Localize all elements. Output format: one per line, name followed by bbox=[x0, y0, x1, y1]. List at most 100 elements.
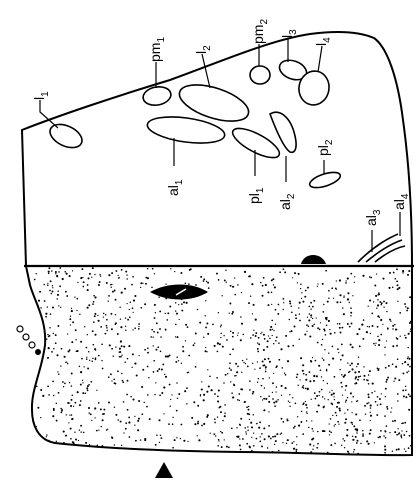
stipple-dot bbox=[180, 272, 182, 274]
stipple-dot bbox=[333, 298, 334, 299]
stipple-dot bbox=[357, 379, 359, 381]
stipple-dot bbox=[34, 279, 36, 281]
stipple-dot bbox=[322, 396, 324, 398]
stipple-dot bbox=[101, 360, 102, 361]
stipple-dot bbox=[296, 373, 298, 375]
stipple-dot bbox=[405, 306, 406, 307]
stipple-dot bbox=[293, 325, 295, 327]
stipple-dot bbox=[23, 425, 25, 427]
stipple-dot bbox=[87, 289, 89, 291]
stipple-dot bbox=[91, 276, 92, 277]
stipple-dot bbox=[35, 426, 37, 428]
stipple-dot bbox=[351, 346, 353, 348]
stipple-dot bbox=[265, 371, 267, 373]
stipple-dot bbox=[138, 400, 140, 402]
stipple-dot bbox=[284, 271, 286, 273]
stipple-dot bbox=[129, 436, 131, 438]
stipple-dot bbox=[310, 314, 312, 316]
stipple-dot bbox=[367, 326, 368, 327]
stipple-dot bbox=[120, 326, 122, 328]
stipple-dot bbox=[186, 387, 188, 389]
stipple-dot bbox=[218, 279, 220, 281]
stipple-dot bbox=[389, 432, 390, 433]
stipple-dot bbox=[304, 333, 306, 335]
stipple-dot bbox=[121, 445, 122, 446]
stipple-dot bbox=[262, 399, 263, 400]
stipple-dot bbox=[410, 328, 412, 330]
stipple-dot bbox=[239, 400, 240, 401]
stipple-dot bbox=[347, 435, 349, 437]
stipple-dot bbox=[32, 426, 34, 428]
stipple-dot bbox=[157, 332, 159, 334]
stipple-dot bbox=[352, 396, 354, 398]
stipple-dot bbox=[263, 334, 265, 336]
stipple-dot bbox=[56, 354, 58, 356]
stipple-dot bbox=[324, 398, 325, 399]
stipple-dot bbox=[402, 422, 404, 424]
stipple-dot bbox=[324, 330, 326, 332]
stipple-dot bbox=[121, 269, 123, 271]
stipple-dot bbox=[26, 411, 28, 413]
stipple-dot bbox=[316, 447, 318, 449]
stipple-dot bbox=[405, 337, 407, 339]
stipple-dot bbox=[331, 287, 333, 289]
stipple-dot bbox=[48, 394, 50, 396]
stipple-dot bbox=[377, 396, 379, 398]
stipple-dot bbox=[398, 448, 400, 450]
stipple-dot bbox=[69, 318, 71, 320]
stipple-dot bbox=[71, 385, 73, 387]
stipple-dot bbox=[69, 382, 70, 383]
stipple-dot bbox=[159, 394, 161, 396]
stipple-dot bbox=[147, 277, 149, 279]
stipple-dot bbox=[319, 391, 321, 393]
stipple-dot bbox=[94, 445, 95, 446]
stipple-dot bbox=[339, 327, 341, 329]
stipple-dot bbox=[70, 405, 72, 407]
stipple-dot bbox=[157, 346, 159, 348]
stipple-dot bbox=[163, 413, 164, 414]
stipple-dot bbox=[263, 277, 265, 279]
stipple-dot bbox=[147, 366, 149, 368]
stipple-dot bbox=[409, 395, 411, 397]
stipple-dot bbox=[166, 319, 168, 321]
stipple-dot bbox=[406, 431, 408, 433]
stipple-dot bbox=[201, 425, 203, 427]
stipple-dot bbox=[52, 287, 53, 288]
stipple-dot bbox=[396, 434, 398, 436]
stipple-dot bbox=[36, 311, 38, 313]
stipple-dot bbox=[55, 273, 56, 274]
stipple-dot bbox=[377, 304, 379, 306]
stipple-dot bbox=[194, 343, 195, 344]
stipple-dot bbox=[322, 311, 324, 313]
stipple-dot bbox=[404, 361, 406, 363]
stipple-dot bbox=[378, 437, 379, 438]
stipple-dot bbox=[313, 300, 315, 302]
stipple-dot bbox=[117, 333, 119, 335]
stipple-dot bbox=[50, 280, 52, 282]
stipple-dot bbox=[58, 373, 60, 375]
stipple-dot bbox=[106, 327, 108, 329]
stipple-dot bbox=[281, 432, 282, 433]
stipple-dot bbox=[92, 358, 93, 359]
stipple-dot bbox=[229, 312, 230, 313]
stipple-dot bbox=[289, 406, 290, 407]
stipple-dot bbox=[344, 412, 345, 413]
stipple-dot bbox=[158, 296, 160, 298]
stipple-dot bbox=[326, 370, 328, 372]
stipple-dot bbox=[156, 349, 158, 351]
stipple-dot bbox=[87, 390, 89, 392]
stipple-dot bbox=[256, 423, 258, 425]
stipple-dot bbox=[306, 407, 308, 409]
stipple-dot bbox=[32, 310, 34, 312]
stipple-dot bbox=[241, 323, 243, 325]
stipple-dot bbox=[142, 283, 143, 284]
stipple-dot bbox=[230, 285, 232, 287]
stipple-dot bbox=[121, 292, 123, 294]
stipple-dot bbox=[371, 313, 373, 315]
stipple-dot bbox=[165, 376, 167, 378]
stipple-dot bbox=[322, 339, 323, 340]
stipple-dot bbox=[182, 350, 184, 352]
stipple-dot bbox=[137, 455, 139, 457]
stipple-dot bbox=[160, 336, 162, 338]
stipple-dot bbox=[31, 326, 32, 327]
